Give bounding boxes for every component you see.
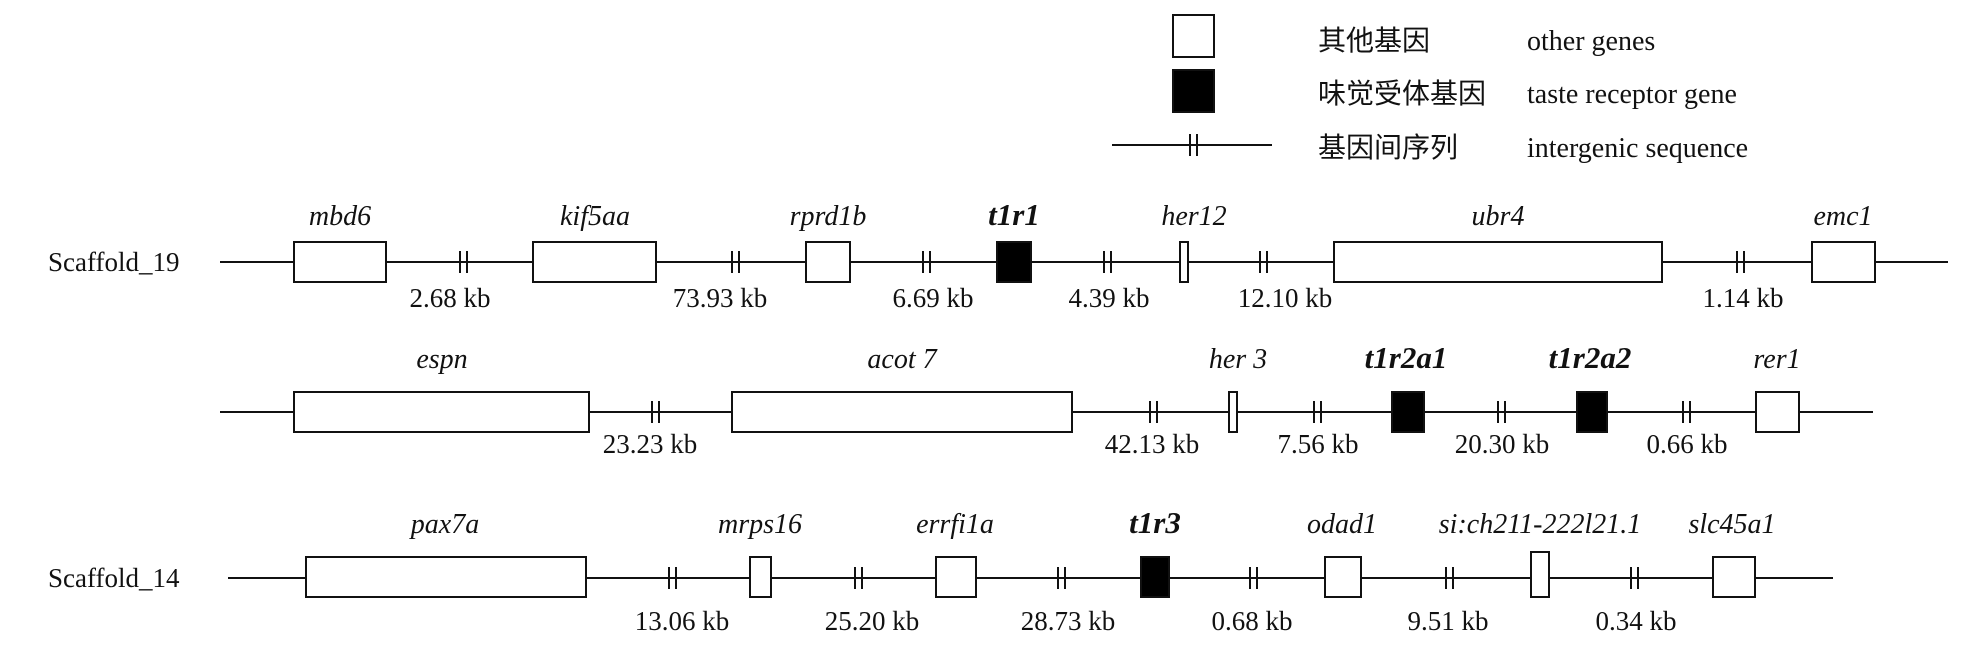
distance-label: 28.73 kb	[1021, 606, 1116, 636]
distance-label: 7.56 kb	[1278, 429, 1359, 459]
gene-box-her3	[1228, 391, 1238, 433]
intergenic-break	[854, 567, 863, 589]
gene-box-t1r1	[996, 241, 1032, 283]
gene-box-t1r2a2	[1576, 391, 1608, 433]
intergenic-break	[1149, 401, 1158, 423]
gene-name-espn: espn	[416, 344, 467, 375]
intergenic-break	[1630, 567, 1639, 589]
gene-name-emc1: emc1	[1813, 201, 1872, 232]
distance-label: 73.93 kb	[673, 283, 768, 313]
legend-intergenic-symbol	[1112, 134, 1272, 156]
distance-label: 20.30 kb	[1455, 429, 1550, 459]
gene-box-rprd1b	[805, 241, 851, 283]
gene-name-errfi1a: errfi1a	[916, 509, 994, 540]
gene-name-kif5aa: kif5aa	[560, 201, 630, 232]
scaffold-label: Scaffold_14	[48, 563, 180, 593]
scaffold-row-1: Scaffold_19 mbd6 kif5aa rprd1b t1r1 her1…	[48, 197, 1948, 313]
gene-box-emc1	[1811, 241, 1876, 283]
distance-label: 2.68 kb	[410, 283, 491, 313]
gene-name-her3: her 3	[1209, 344, 1267, 375]
intergenic-break	[1497, 401, 1506, 423]
intergenic-break	[1057, 567, 1066, 589]
gene-name-slc45a1: slc45a1	[1688, 509, 1775, 540]
gene-name-rprd1b: rprd1b	[790, 201, 867, 232]
scaffold-label: Scaffold_19	[48, 247, 179, 277]
distance-label: 0.34 kb	[1596, 606, 1677, 636]
gene-name-rer1: rer1	[1753, 344, 1800, 375]
gene-box-odad1	[1324, 556, 1362, 598]
legend-intergenic-en: intergenic sequence	[1527, 133, 1748, 164]
distance-label: 0.66 kb	[1647, 429, 1728, 459]
gene-name-her12: her12	[1161, 201, 1226, 232]
legend-other-genes-en: other genes	[1527, 26, 1655, 57]
intergenic-break	[922, 251, 931, 273]
intergenic-break	[668, 567, 677, 589]
gene-box-ubr4	[1333, 241, 1663, 283]
gene-box-pax7a	[305, 556, 587, 598]
gene-name-mbd6: mbd6	[309, 201, 371, 232]
legend-other-genes-cn: 其他基因	[1318, 24, 1430, 57]
intergenic-break	[1682, 401, 1691, 423]
legend-taste-gene-cn: 味觉受体基因	[1318, 77, 1486, 110]
distance-label: 0.68 kb	[1212, 606, 1293, 636]
gene-box-t1r3	[1140, 556, 1170, 598]
intergenic-break	[1736, 251, 1745, 273]
gene-name-ubr4: ubr4	[1472, 201, 1525, 232]
gene-name-t1r2a2: t1r2a2	[1549, 340, 1632, 375]
intergenic-break	[731, 251, 740, 273]
legend-other-genes-swatch	[1172, 14, 1215, 58]
gene-box-si-ch211-222l21-1	[1530, 551, 1550, 598]
gene-box-espn	[293, 391, 590, 433]
distance-label: 6.69 kb	[893, 283, 974, 313]
gene-box-her12	[1179, 241, 1189, 283]
gene-name-t1r3: t1r3	[1129, 505, 1181, 540]
intergenic-break	[651, 401, 660, 423]
legend-taste-gene-en: taste receptor gene	[1527, 79, 1737, 110]
distance-label: 23.23 kb	[603, 429, 698, 459]
gene-name-t1r2a1: t1r2a1	[1365, 340, 1448, 375]
gene-name-t1r1: t1r1	[988, 197, 1040, 232]
scaffold-row-3: Scaffold_14 pax7a mrps16 errfi1a t1r3 od…	[48, 505, 1833, 636]
gene-box-slc45a1	[1712, 556, 1756, 598]
gene-box-errfi1a	[935, 556, 977, 598]
distance-label: 1.14 kb	[1703, 283, 1784, 313]
intergenic-break	[1259, 251, 1268, 273]
gene-name-pax7a: pax7a	[409, 509, 479, 540]
scaffold-row-2: espn acot 7 her 3 t1r2a1 t1r2a2 rer1 23.…	[220, 340, 1873, 459]
gene-name-mrps16: mrps16	[718, 509, 802, 540]
intergenic-break	[1249, 567, 1258, 589]
gene-box-mbd6	[293, 241, 387, 283]
gene-box-acot7	[731, 391, 1073, 433]
distance-label: 12.10 kb	[1238, 283, 1333, 313]
gene-name-odad1: odad1	[1307, 509, 1377, 540]
legend-taste-gene-swatch	[1172, 69, 1215, 113]
distance-label: 25.20 kb	[825, 606, 920, 636]
gene-box-rer1	[1755, 391, 1800, 433]
gene-name-si-ch211-222l21-1: si:ch211-222l21.1	[1439, 509, 1641, 540]
gene-box-kif5aa	[532, 241, 657, 283]
distance-label: 4.39 kb	[1069, 283, 1150, 313]
distance-label: 42.13 kb	[1105, 429, 1200, 459]
distance-label: 9.51 kb	[1408, 606, 1489, 636]
gene-name-acot7: acot 7	[867, 344, 937, 375]
intergenic-break	[1313, 401, 1322, 423]
distance-label: 13.06 kb	[635, 606, 730, 636]
intergenic-break	[1445, 567, 1454, 589]
gene-box-t1r2a1	[1391, 391, 1425, 433]
legend: 其他基因 other genes 味觉受体基因 taste receptor g…	[1112, 14, 1748, 164]
gene-box-mrps16	[749, 556, 772, 598]
legend-intergenic-cn: 基因间序列	[1318, 131, 1458, 164]
intergenic-break	[1103, 251, 1112, 273]
intergenic-break	[459, 251, 468, 273]
